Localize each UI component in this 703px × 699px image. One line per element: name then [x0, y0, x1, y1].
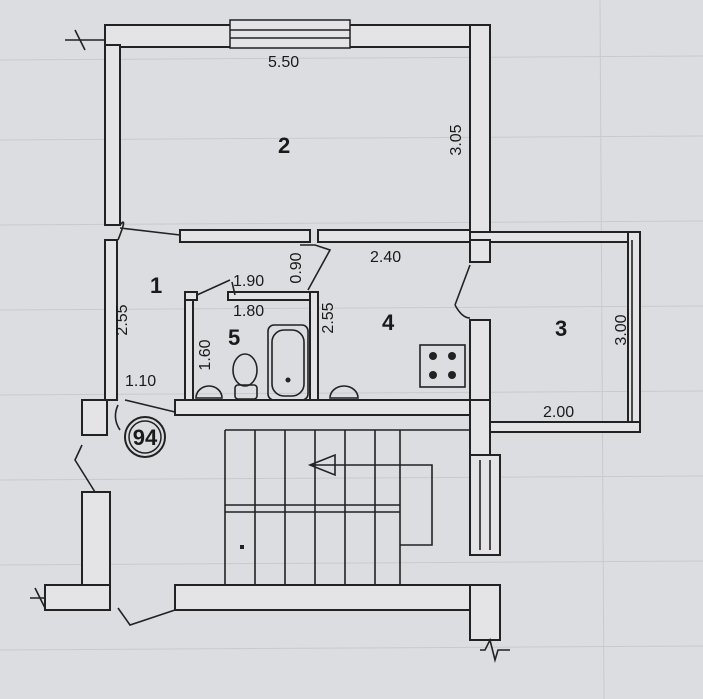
room-1-label: 1 [150, 273, 162, 298]
room-2-length: 3.05 [448, 124, 465, 155]
labels: 94 1 2.55 1.10 2 5.50 3.05 3 3.00 2.00 4… [114, 54, 630, 458]
room-3-length: 3.00 [613, 314, 630, 345]
room-4-length: 2.55 [320, 302, 337, 333]
room-1-width: 1.10 [125, 373, 156, 390]
stove [419, 344, 466, 388]
room-5-width: 1.80 [233, 303, 264, 320]
walls [30, 19, 641, 664]
arrow-left-icon [307, 453, 336, 477]
room-1-length: 2.55 [114, 304, 131, 335]
room-2-width: 5.50 [268, 54, 299, 71]
bathtub [267, 324, 309, 401]
apartment-number: 94 [133, 425, 158, 450]
kitchen-sink [329, 385, 359, 399]
room-5-length: 1.60 [197, 339, 214, 370]
room-5-top: 1.90 [233, 273, 264, 290]
room-4-label: 4 [382, 310, 395, 335]
room-3-label: 3 [555, 316, 567, 341]
window [229, 19, 351, 49]
room-4-width: 2.40 [370, 249, 401, 266]
sink [195, 385, 223, 399]
fixtures [195, 324, 466, 401]
toilet [232, 353, 258, 387]
staircase [224, 429, 470, 585]
room-2-label: 2 [278, 133, 290, 158]
door-width: 0.90 [288, 252, 305, 283]
doors [74, 221, 471, 626]
room-5-label: 5 [228, 325, 240, 350]
room-3-width: 2.00 [543, 404, 574, 421]
